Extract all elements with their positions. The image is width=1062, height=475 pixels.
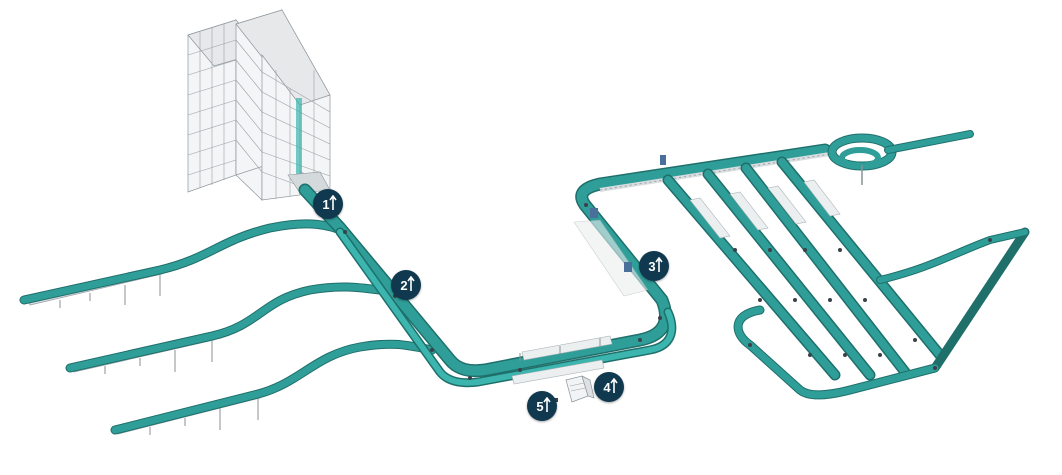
marker-1[interactable]: 1	[313, 189, 343, 219]
sorter-lanes	[662, 156, 1030, 400]
marker-number: 2	[400, 277, 408, 293]
spiral-conveyor	[827, 130, 974, 185]
workstation	[552, 375, 595, 403]
infeed-lines	[19, 219, 437, 435]
up-arrow-icon	[610, 378, 618, 393]
marker-number: 3	[648, 258, 656, 274]
roller-section	[511, 335, 613, 385]
up-arrow-icon	[329, 195, 337, 210]
marker-number: 1	[322, 196, 330, 212]
marker-number: 4	[603, 379, 611, 395]
up-arrow-icon	[543, 397, 551, 412]
marker-4[interactable]: 4	[594, 372, 624, 402]
marker-5[interactable]: 5	[527, 391, 557, 421]
sorter-tiles	[689, 179, 841, 239]
marker-number: 5	[536, 398, 544, 414]
up-arrow-icon	[407, 276, 415, 291]
marker-3[interactable]: 3	[639, 251, 669, 281]
main-conveyor	[298, 143, 832, 388]
up-arrow-icon	[655, 257, 663, 272]
marker-2[interactable]: 2	[391, 270, 421, 300]
storage-building	[187, 8, 331, 201]
